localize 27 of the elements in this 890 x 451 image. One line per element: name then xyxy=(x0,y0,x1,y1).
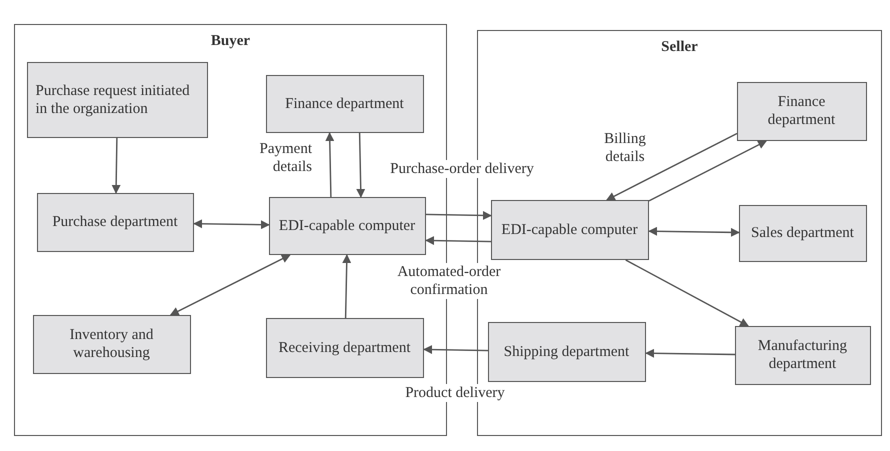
process-box: Shipping department xyxy=(488,322,646,382)
arrow xyxy=(170,254,291,316)
arrow xyxy=(112,138,121,194)
process-box: Finance department xyxy=(266,74,424,132)
process-box: Purchase department xyxy=(36,192,194,252)
arrow xyxy=(648,140,767,202)
group-title: Seller xyxy=(660,39,699,56)
process-box: Manufacturing department xyxy=(734,326,870,384)
arrow xyxy=(425,236,492,246)
process-box: Purchase request initiated in the organization xyxy=(26,62,208,138)
arrow xyxy=(193,219,270,230)
process-box: Inventory and warehousing xyxy=(32,314,190,374)
process-box: Finance department xyxy=(736,82,866,140)
group-title: Buyer xyxy=(210,33,252,50)
process-box: EDI-capable computer xyxy=(490,200,648,260)
arrow xyxy=(625,259,749,327)
arrow xyxy=(648,226,740,237)
arrow xyxy=(325,132,334,198)
arrow xyxy=(426,210,492,220)
arrow xyxy=(423,345,488,354)
process-box: Receiving department xyxy=(266,318,424,378)
arrow xyxy=(356,132,366,198)
arrow xyxy=(342,254,352,318)
arrow xyxy=(606,132,738,201)
process-box: Sales department xyxy=(738,204,866,262)
arrow xyxy=(645,348,735,358)
process-box: EDI-capable computer xyxy=(268,196,426,254)
